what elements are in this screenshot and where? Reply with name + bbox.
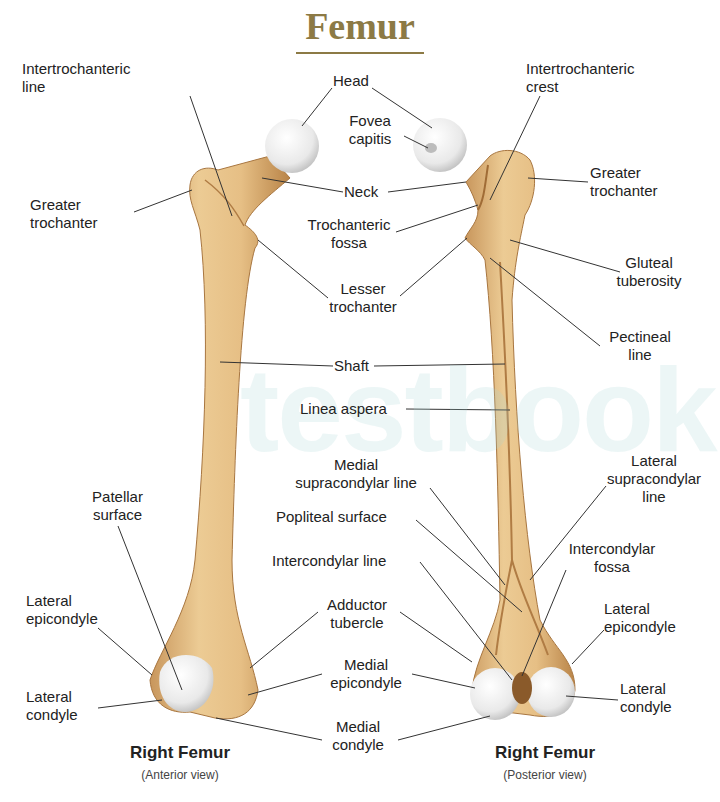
part-label: Lateral epicondyle	[26, 592, 116, 628]
part-label: Greater trochanter	[30, 196, 130, 232]
part-label: Lateral condyle	[26, 688, 96, 724]
view-caption: Right Femur	[90, 744, 270, 762]
part-label: Popliteal surface	[276, 508, 387, 526]
view-caption: Right Femur	[455, 744, 635, 762]
part-label: Linea aspera	[300, 400, 387, 418]
title-underline	[296, 52, 424, 54]
view-subcaption: (Posterior view)	[455, 766, 635, 784]
part-label: Trochanteric fossa	[294, 216, 404, 252]
part-label: Greater trochanter	[590, 164, 690, 200]
part-label: Adductor tubercle	[316, 596, 398, 632]
part-label: Pectineal line	[598, 328, 682, 364]
part-label: Intercondylar fossa	[562, 540, 662, 576]
part-label: Shaft	[334, 357, 369, 375]
part-label: Intercondylar line	[272, 552, 386, 570]
part-label: Head	[333, 72, 369, 90]
part-label: Fovea capitis	[334, 112, 406, 148]
view-subcaption: (Anterior view)	[90, 766, 270, 784]
part-label: Medial supracondylar line	[286, 456, 426, 492]
part-label: Neck	[344, 183, 378, 201]
part-label: Lateral condyle	[620, 680, 700, 716]
part-label: Gluteal tuberosity	[604, 254, 694, 290]
part-label: Lateral epicondyle	[604, 600, 696, 636]
part-label: Lesser trochanter	[318, 280, 408, 316]
part-label: Lateral supracondylar line	[604, 452, 704, 506]
part-label: Medial epicondyle	[320, 656, 412, 692]
part-label: Medial condyle	[322, 718, 394, 754]
part-label: Intertrochanteric crest	[526, 60, 656, 96]
diagram-title: Femur	[0, 4, 720, 48]
part-label: Intertrochanteric line	[22, 60, 152, 96]
part-label: Patellar surface	[80, 488, 155, 524]
